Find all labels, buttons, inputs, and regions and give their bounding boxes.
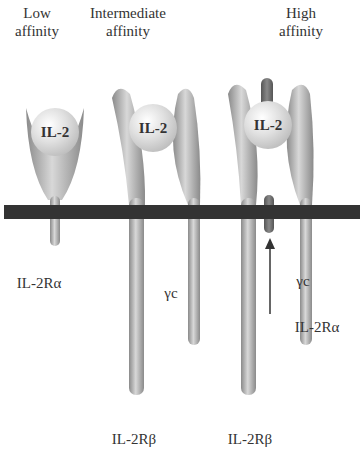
column-heading: High affinity xyxy=(268,4,334,40)
column-heading: Low affinity xyxy=(6,4,68,40)
cytokine-circle: IL-2 xyxy=(129,104,177,152)
chain-label: γc xyxy=(288,272,318,290)
chain-label: γc xyxy=(156,284,186,302)
cytokine-name: IL-2 xyxy=(41,124,69,141)
chain-label: IL-2Rβ xyxy=(214,430,286,448)
cytokine-circle: IL-2 xyxy=(31,108,79,156)
cytokine-circle: IL-2 xyxy=(244,101,292,149)
cytokine-name: IL-2 xyxy=(254,117,282,134)
chain-label: IL-2Rβ xyxy=(98,430,170,448)
chain-label: IL-2Rα xyxy=(282,318,352,336)
cytokine-name: IL-2 xyxy=(139,120,167,137)
chain-label: IL-2Rα xyxy=(4,274,74,292)
column-heading: Intermediate affinity xyxy=(78,4,178,40)
